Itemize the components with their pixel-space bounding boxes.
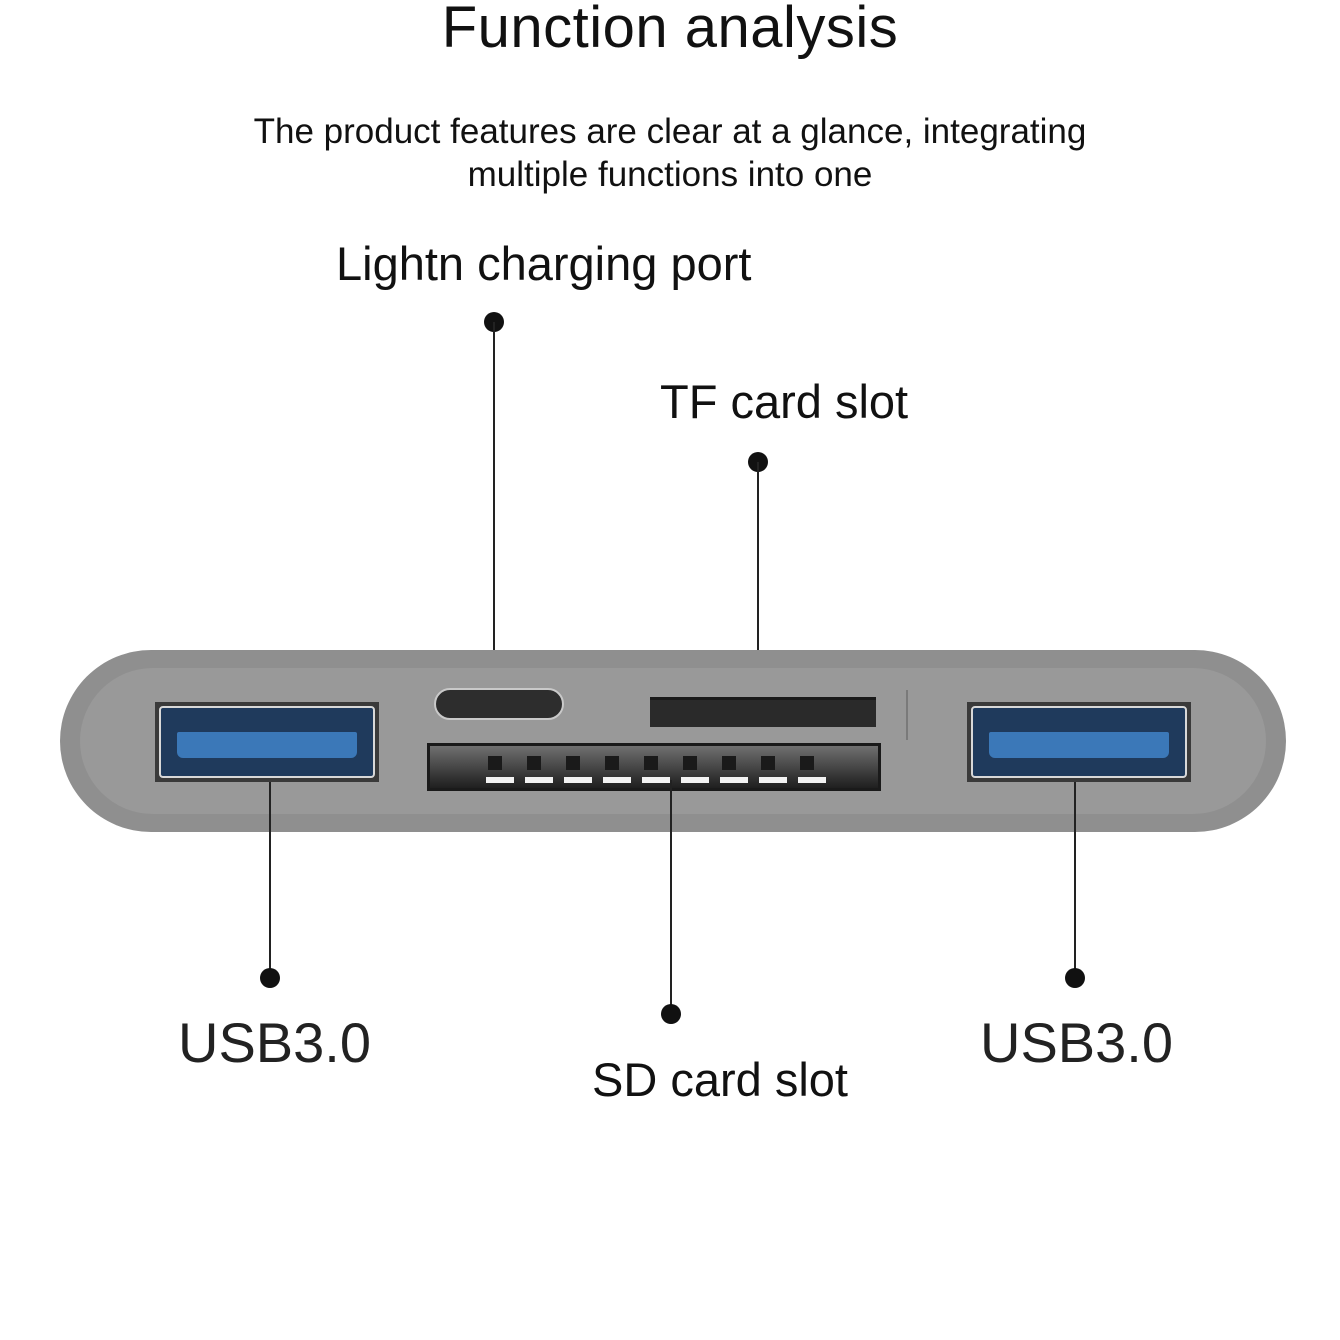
usb-left-label: USB3.0 — [178, 1011, 371, 1074]
usb-port-right-tongue — [989, 732, 1169, 758]
tf-card-slot — [650, 697, 876, 727]
tf-slot-label: TF card slot — [660, 375, 909, 428]
sd-pin-contact — [527, 756, 541, 770]
sd-callout-line — [670, 780, 672, 1014]
sd-card-slot — [427, 743, 881, 791]
sd-pin-contact — [488, 756, 502, 770]
sd-callout-dot — [661, 1004, 681, 1024]
lightning-port — [434, 688, 564, 720]
usb-left-callout-line — [269, 782, 271, 978]
usb-right-callout-line — [1074, 782, 1076, 978]
sd-pin-contact — [644, 756, 658, 770]
sd-slot-label: SD card slot — [592, 1053, 848, 1106]
subtitle-line-2: multiple functions into one — [467, 155, 873, 194]
usb-right-label: USB3.0 — [980, 1011, 1173, 1074]
usb-left-callout-dot — [260, 968, 280, 988]
sd-pin — [486, 777, 514, 783]
sd-pin — [798, 777, 826, 783]
usb-port-left — [155, 702, 379, 782]
sd-pin — [720, 777, 748, 783]
page-subtitle: The product features are clear at a glan… — [0, 110, 1340, 196]
usb-port-left-tongue — [177, 732, 357, 758]
usb-right-callout-dot — [1065, 968, 1085, 988]
usb-port-right-frame — [971, 706, 1187, 778]
sd-pin — [759, 777, 787, 783]
sd-pin — [603, 777, 631, 783]
sd-pin-contact — [683, 756, 697, 770]
sd-pin — [564, 777, 592, 783]
page-title: Function analysis — [441, 0, 899, 60]
sd-pin-contact — [761, 756, 775, 770]
sd-pin-contact — [566, 756, 580, 770]
device-seam — [906, 690, 908, 740]
usb-port-right — [967, 702, 1191, 782]
sd-pin-contact — [800, 756, 814, 770]
usb-port-left-frame — [159, 706, 375, 778]
sd-pin — [681, 777, 709, 783]
tf-callout-line — [757, 462, 759, 710]
sd-pin-contact — [722, 756, 736, 770]
sd-pin — [642, 777, 670, 783]
subtitle-line-1: The product features are clear at a glan… — [253, 112, 1087, 151]
sd-pin — [525, 777, 553, 783]
lightning-callout-line — [493, 322, 495, 708]
lightning-port-label: Lightn charging port — [336, 237, 752, 290]
sd-pin-contact — [605, 756, 619, 770]
